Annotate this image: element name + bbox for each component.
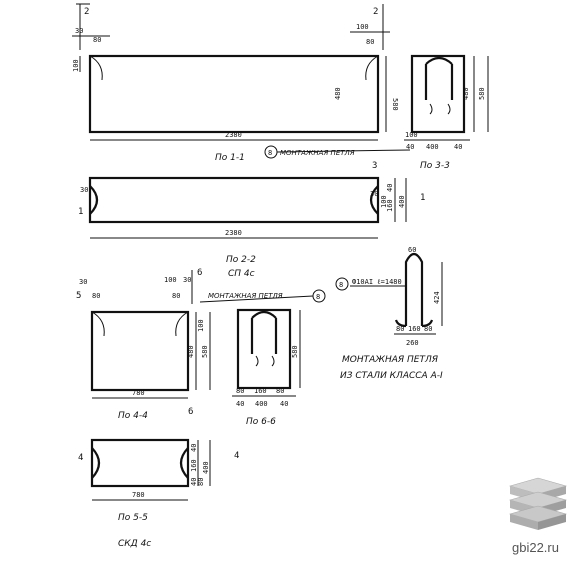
section-mark-4-left: 4 [78, 453, 83, 463]
dim-160-s66: 160 [254, 387, 267, 395]
watermark-logo [508, 477, 568, 530]
dim-40-p55: 40 [190, 444, 198, 452]
loop-num-lower: 8 [316, 293, 320, 301]
dim-100v-l44: 100 [197, 319, 205, 332]
watermark-text: gbi22.ru [512, 540, 559, 555]
section-6-6-loop [250, 310, 278, 354]
dim-80b-loop: 80 [424, 325, 432, 333]
dim-160-loop: 160 [408, 325, 421, 333]
dim-100-s33: 100 [405, 131, 418, 139]
caption-6-6: По 6-6 [246, 417, 276, 427]
dim-30b-l44: 30 [183, 276, 191, 284]
subcaption-sp4s: СП 4с [228, 269, 255, 279]
loop-spec: Ф10АI ℓ=1480 [352, 278, 402, 286]
section-mark-1-right: 1 [420, 193, 425, 203]
subcaption-skd4s: СКД 4с [118, 539, 151, 549]
lift-loop-right [365, 55, 379, 81]
plan-2-2-body [88, 176, 380, 224]
dim-40-p22: 40 [386, 184, 394, 192]
section-mark-1-left: 1 [78, 207, 83, 217]
dim-80b-s66: 80 [276, 387, 284, 395]
loop-label-lower: МОНТАЖНАЯ ПЕТЛЯ [208, 292, 283, 300]
loop-detail-num: 8 [339, 281, 343, 289]
dim-80-top-right: 80 [366, 38, 374, 46]
section-mark-5: 5 [76, 291, 81, 301]
loop-label-1: МОНТАЖНАЯ ПЕТЛЯ [342, 355, 438, 365]
dim-400-p22: 400 [398, 195, 406, 208]
dim-80a-s66: 80 [236, 387, 244, 395]
plan-2-2-notch-left [89, 185, 99, 215]
dim-580-right: 580 [391, 98, 399, 111]
dim-580-s66: 580 [291, 345, 299, 358]
caption-2-2: По 2-2 [226, 255, 256, 265]
loop-detail: 8 Ф10АI ℓ=1480 60 424 80 160 80 260 МОНТ… [335, 246, 443, 381]
dim-400-s66: 400 [255, 400, 268, 408]
dim-40a-s33: 40 [406, 143, 414, 151]
caption-1-1: По 1-1 [215, 153, 245, 163]
dim-400-s33: 400 [426, 143, 439, 151]
beam-body-upper [88, 54, 380, 134]
dim-30-top: 30 [75, 27, 83, 35]
dim-480-l44: 480 [187, 345, 195, 358]
section-6-6-body [236, 308, 292, 390]
section-mark-2-right: 2 [373, 7, 378, 17]
dim-30-p22: 30 [80, 186, 88, 194]
loop-callout-label: МОНТАЖНАЯ ПЕТЛЯ [280, 149, 355, 157]
plan-2-2: 30 30 1 1 40 160 100 400 2380 По 2-2 СП … [78, 176, 425, 279]
section-mark-4-right: 4 [234, 451, 239, 461]
dim-400-p55: 400 [202, 461, 210, 474]
dim-480-s33: 480 [462, 87, 470, 100]
lift-loop-left [89, 55, 103, 81]
caption-4-4: По 4-4 [118, 411, 148, 421]
section-3-3: 480 580 100 40 400 40 По 3-3 3 [372, 54, 489, 171]
dim-100-left: 100 [72, 59, 80, 72]
section-mark-2: 2 [84, 7, 89, 17]
dim-580-l44: 580 [201, 345, 209, 358]
plan-2-2-notch-right [369, 185, 379, 215]
section-mark-6-bottom: 6 [188, 407, 193, 417]
loop-label-2: ИЗ СТАЛИ КЛАССА А-I [340, 371, 443, 381]
dim-80-p55: 80 [197, 478, 205, 486]
dim-100-p22: 100 [380, 195, 388, 208]
dim-160-p55: 160 [190, 459, 198, 472]
dim-780-p55: 780 [132, 491, 145, 499]
dim-2380-p22: 2380 [225, 229, 242, 237]
dim-424-loop: 424 [433, 291, 441, 304]
dim-160-p22: 160 [386, 199, 394, 212]
dim-80-l44: 80 [92, 292, 100, 300]
plan-5-5: 4 4 40 160 40 400 80 780 По 5-5 СКД 4с [78, 438, 239, 549]
dim-80b-l44: 80 [172, 292, 180, 300]
section-mark-3: 3 [372, 161, 377, 171]
elevation-4-4: 30 80 100 30 80 5 6 480 580 100 780 По 4… [76, 268, 326, 421]
dim-40b-s33: 40 [454, 143, 462, 151]
section-3-3-loop [424, 56, 454, 100]
dim-40b-s66: 40 [280, 400, 288, 408]
caption-5-5: По 5-5 [118, 513, 148, 523]
block-body-lower [90, 310, 190, 392]
dim-580-s33: 580 [478, 87, 486, 100]
dim-80-top: 80 [93, 36, 101, 44]
dim-40b-p55: 40 [190, 478, 198, 486]
dim-260-loop: 260 [406, 339, 419, 347]
dim-100-top: 100 [356, 23, 369, 31]
dim-780-l44: 780 [132, 389, 145, 397]
section-6-6: 580 80 160 80 40 400 40 По 6-6 [232, 308, 301, 427]
dim-100-l44: 100 [164, 276, 177, 284]
dim-30b-p22: 30 [370, 190, 378, 198]
loop-bar-shape [404, 252, 424, 326]
section-3-3-body [410, 54, 466, 134]
dim-30-l44: 30 [79, 278, 87, 286]
dim-2380-upper: 2380 [225, 131, 242, 139]
section-mark-6: 6 [197, 268, 202, 278]
dim-480-inner: 480 [334, 87, 342, 100]
plan-5-5-body [90, 438, 190, 488]
dim-40a-s66: 40 [236, 400, 244, 408]
caption-3-3: По 3-3 [420, 161, 450, 171]
loop-callout-num: 8 [268, 149, 272, 157]
dim-80a-loop: 80 [396, 325, 404, 333]
dim-60-loop: 60 [408, 246, 416, 254]
elevation-1-1: 2 2 30 80 100 80 100 580 480 2380 По 1-1… [72, 3, 411, 163]
